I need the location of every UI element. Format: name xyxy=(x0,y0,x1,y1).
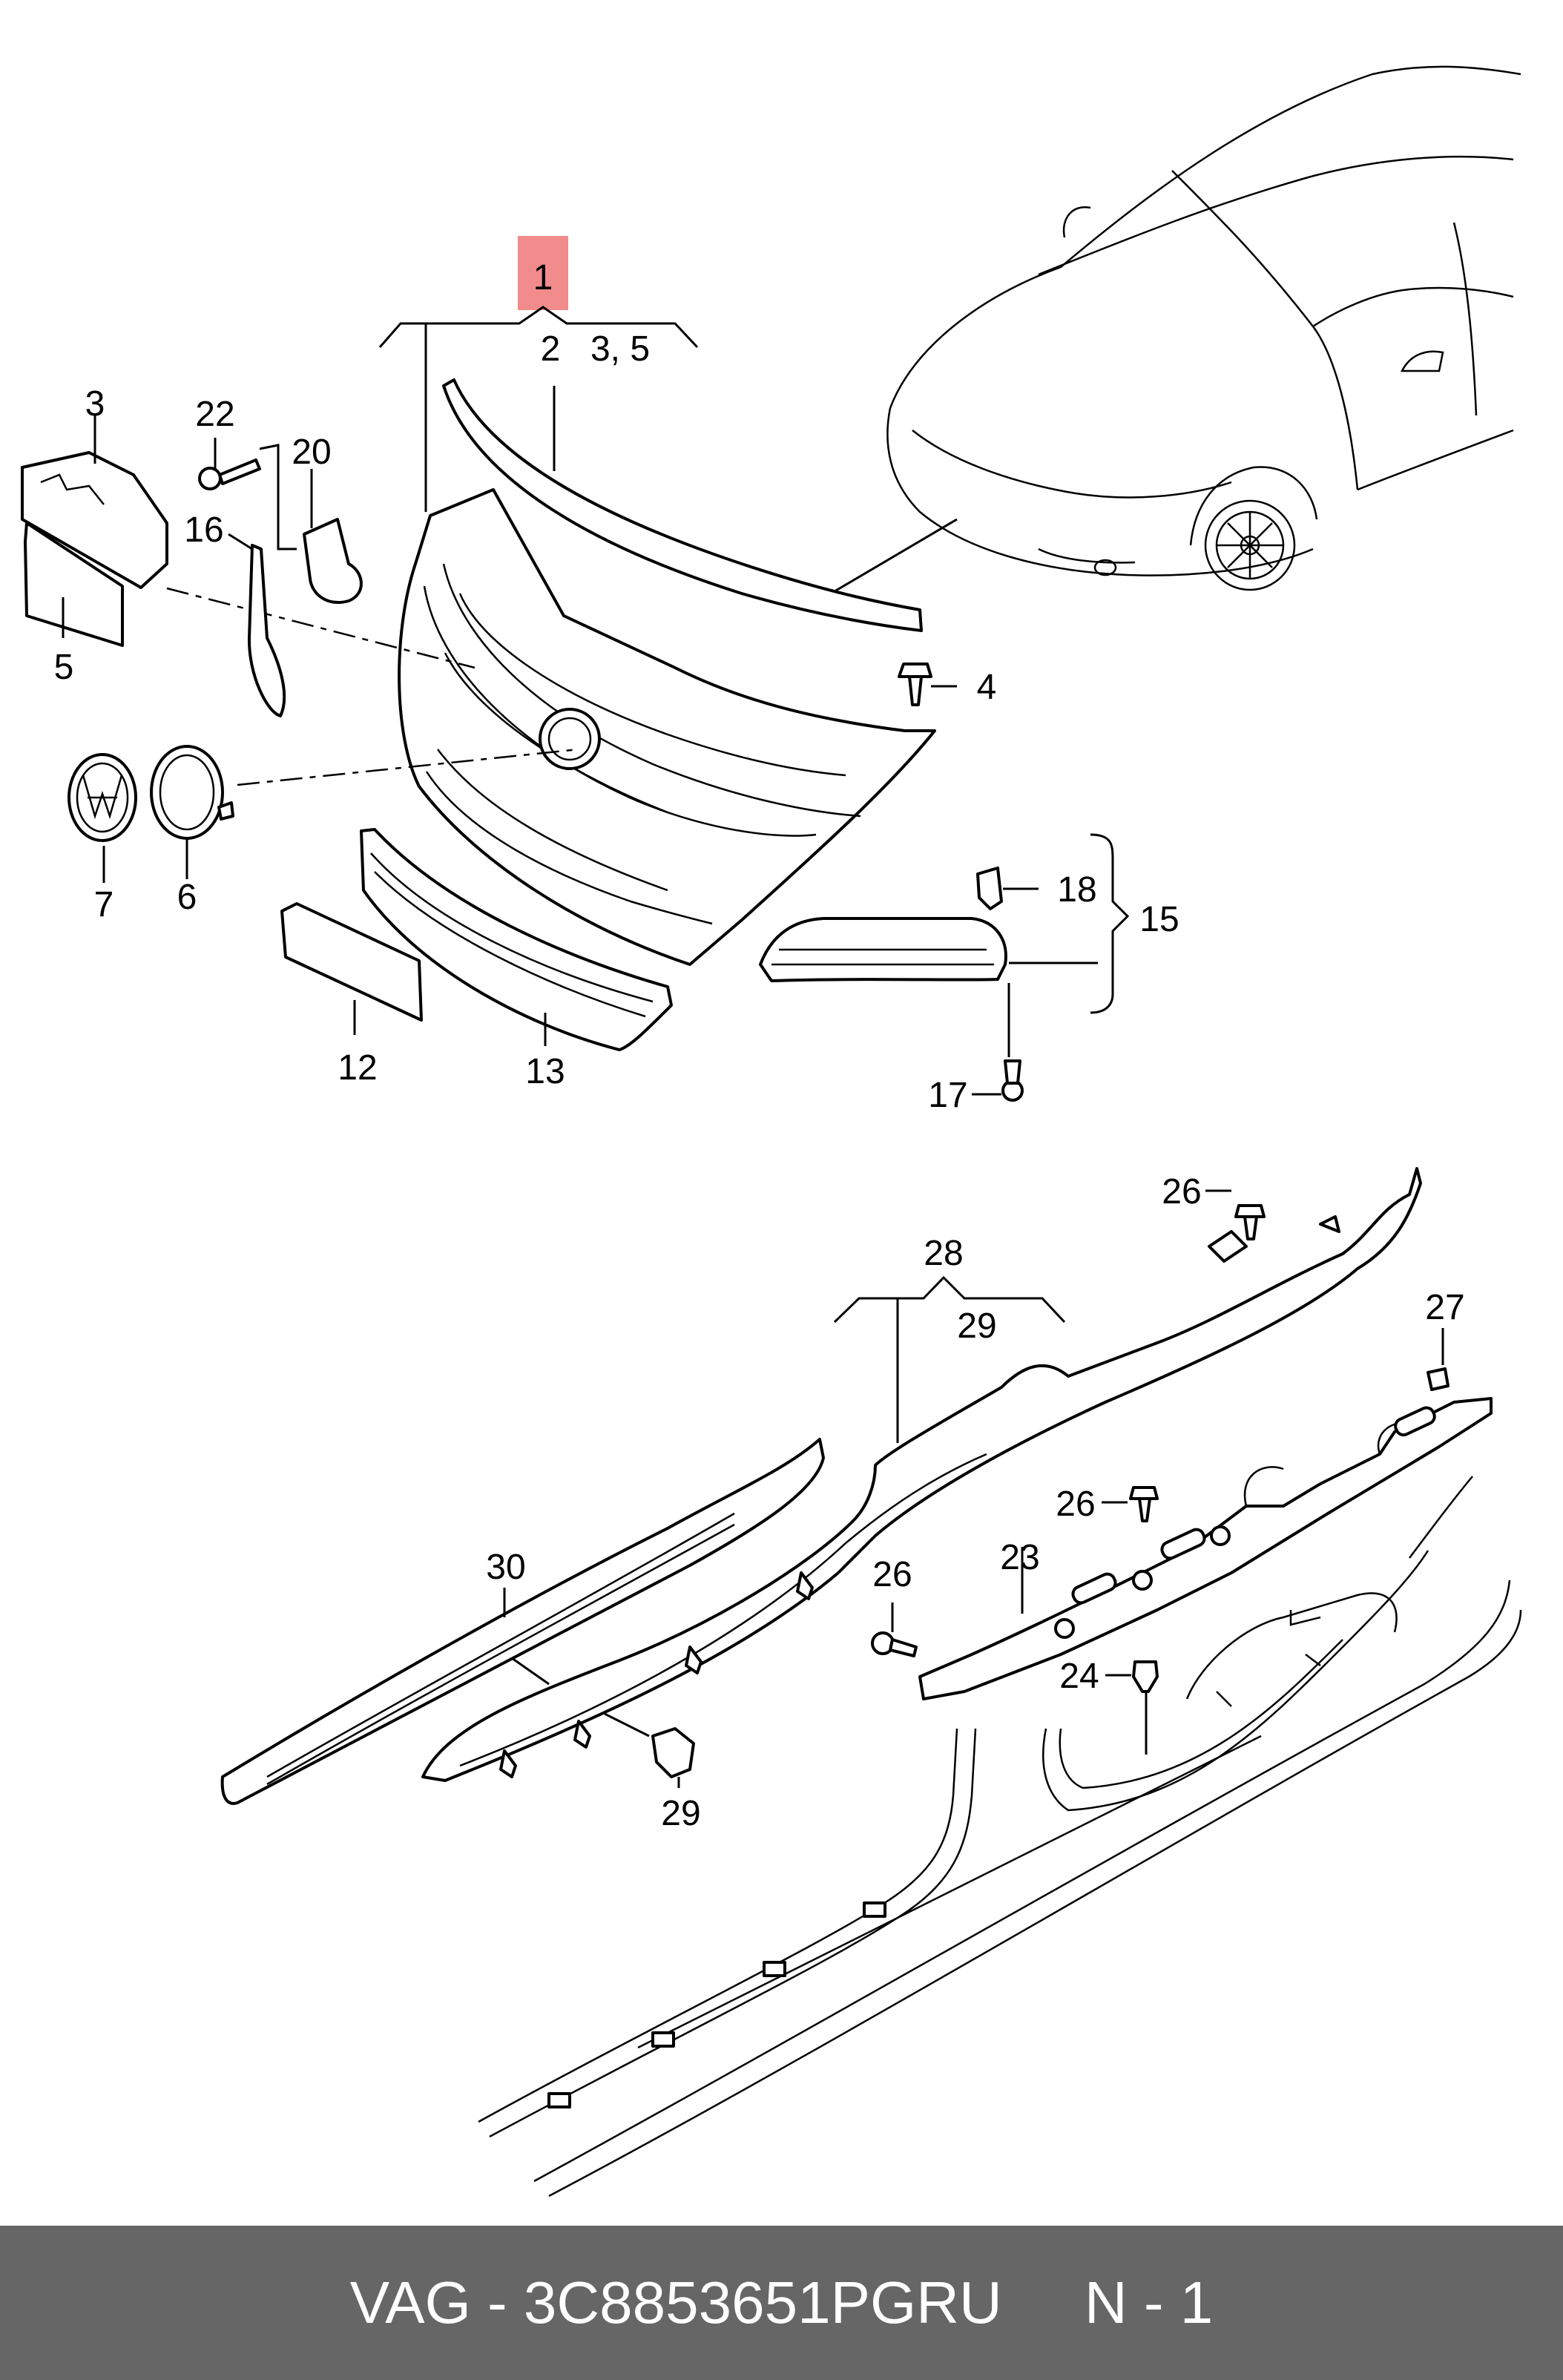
part-number-caption: VAG - 3C8853651PGRU N - 1 xyxy=(349,2269,1214,2335)
vw-emblem xyxy=(68,753,137,842)
clip-24 xyxy=(1132,1660,1159,1693)
callout-13: 13 xyxy=(525,1052,565,1091)
callout-26-middle: 26 xyxy=(1056,1485,1095,1524)
callout-22: 22 xyxy=(195,395,234,434)
callout-1: 1 xyxy=(533,258,553,298)
callout-5: 5 xyxy=(54,648,74,687)
callout-29-top: 29 xyxy=(957,1306,996,1346)
callout-23: 23 xyxy=(1000,1538,1039,1577)
car-illustration xyxy=(830,65,1521,595)
sill-strip xyxy=(220,1438,825,1805)
callout-16: 16 xyxy=(184,510,223,550)
trim-16 xyxy=(247,544,286,717)
callout-6: 6 xyxy=(177,878,197,917)
callout-29-bottom: 29 xyxy=(661,1794,700,1833)
clip-29 xyxy=(651,1727,695,1778)
parts-diagram: 1 2 3, 5 13 12 3 5 22 20 16 xyxy=(21,65,1522,2197)
callout-26-left: 26 xyxy=(872,1555,912,1594)
screw-4 xyxy=(898,663,932,706)
door-sill-trim xyxy=(421,1167,1422,1782)
trim-strip xyxy=(442,378,923,632)
screw-17 xyxy=(1001,1059,1024,1102)
lower-grille xyxy=(360,828,673,1051)
bracket xyxy=(21,451,168,589)
clip-18 xyxy=(976,867,1003,910)
callout-18: 18 xyxy=(1057,870,1096,910)
callout-26-top: 26 xyxy=(1162,1172,1201,1212)
callout-30: 30 xyxy=(486,1548,525,1587)
callout-12: 12 xyxy=(338,1048,377,1088)
callout-27: 27 xyxy=(1425,1288,1464,1327)
footer-bar: VAG - 3C8853651PGRU N - 1 xyxy=(0,2226,1563,2380)
holder-20 xyxy=(303,518,363,604)
emblem-ring xyxy=(150,745,234,840)
screw-26-left xyxy=(871,1631,918,1657)
callout-1-highlight xyxy=(518,236,568,310)
callout-3-5: 3, 5 xyxy=(590,329,650,369)
callout-28: 28 xyxy=(924,1234,963,1273)
callout-7: 7 xyxy=(94,885,114,924)
callout-2: 2 xyxy=(541,329,561,369)
callout-3: 3 xyxy=(85,384,105,424)
callout-20: 20 xyxy=(292,433,331,472)
callout-15: 15 xyxy=(1139,900,1179,939)
body-sill xyxy=(478,1476,1522,2197)
screw-26-middle xyxy=(1129,1486,1159,1522)
license-plate-base xyxy=(280,902,423,1022)
nut-27 xyxy=(1427,1367,1450,1391)
radiator-grille xyxy=(398,488,936,966)
screw-26-top xyxy=(1234,1204,1266,1240)
trim-strip-5 xyxy=(24,522,124,647)
callout-17: 17 xyxy=(928,1076,967,1115)
callout-4: 4 xyxy=(977,668,997,707)
callout-24: 24 xyxy=(1059,1657,1099,1696)
screw-22 xyxy=(198,458,261,490)
